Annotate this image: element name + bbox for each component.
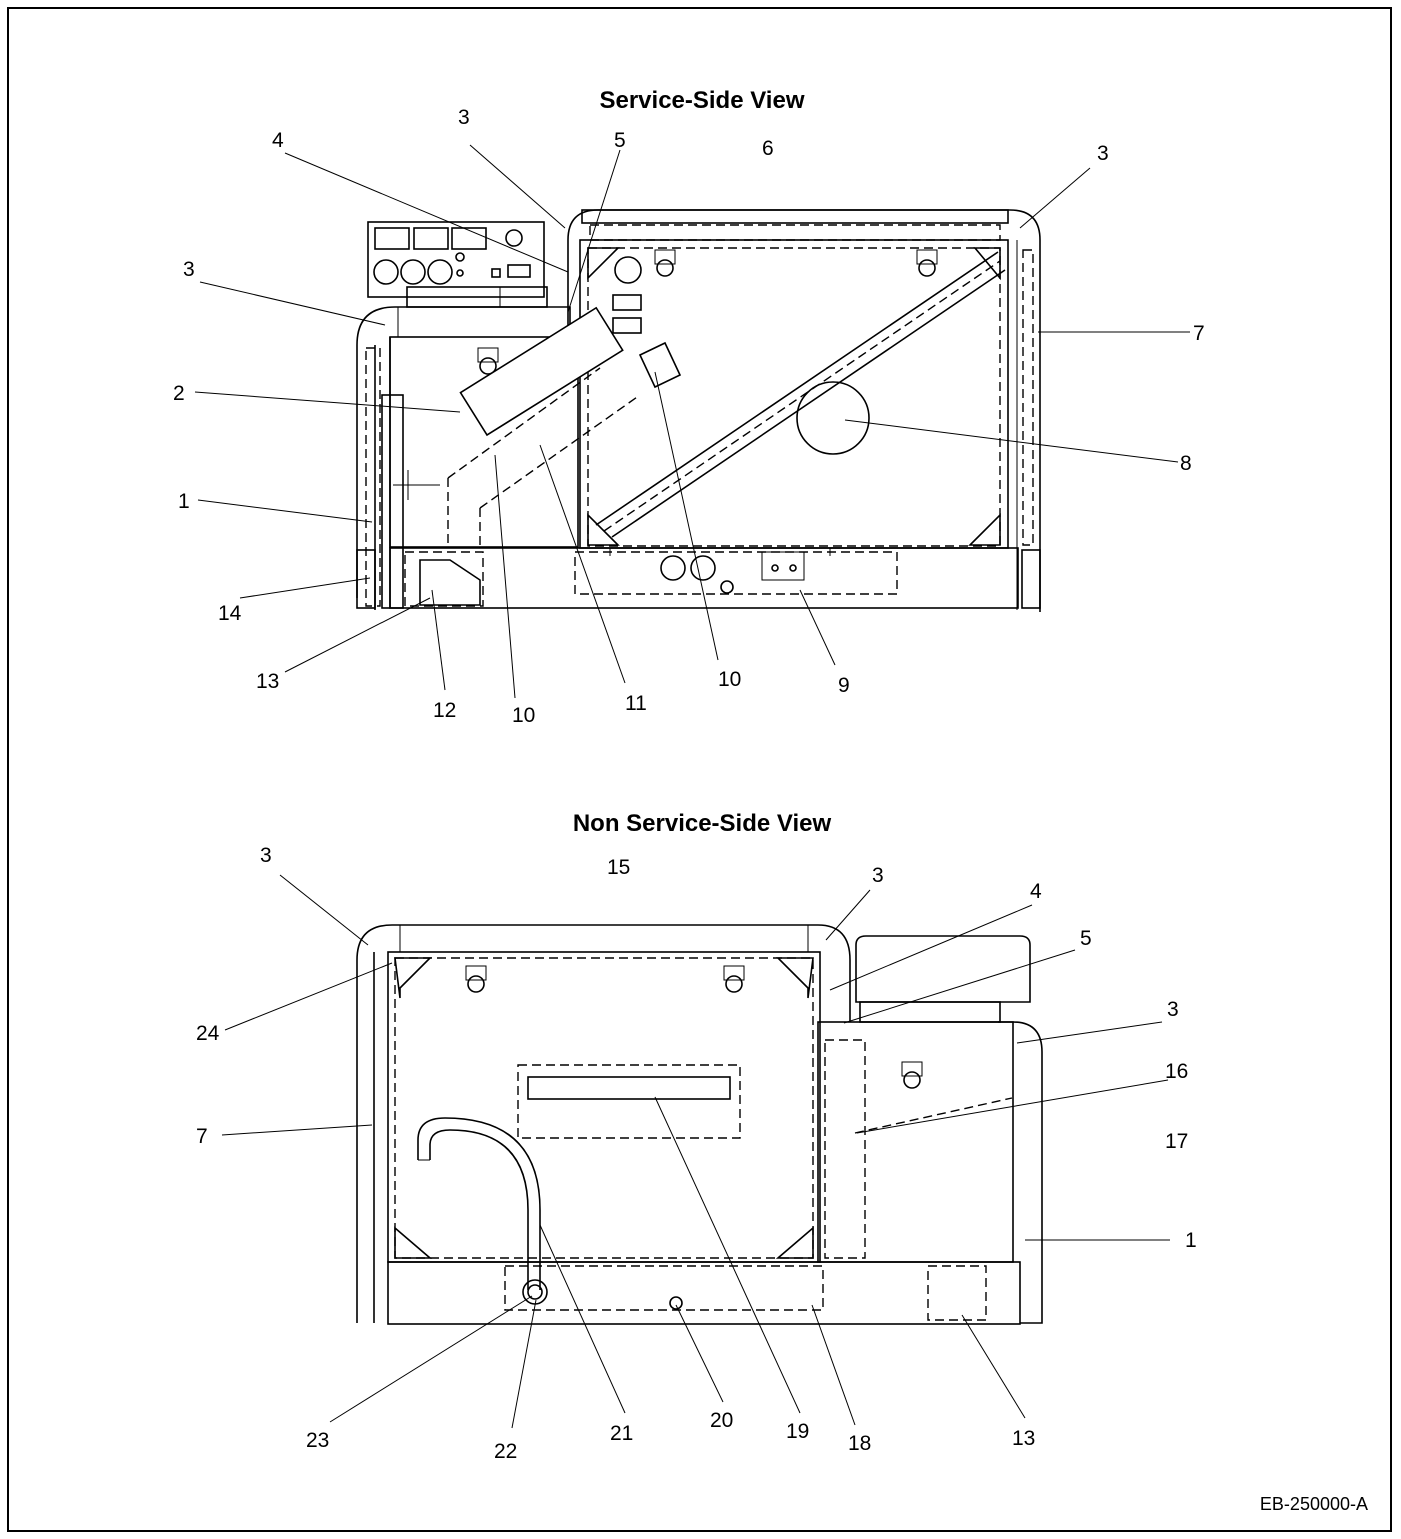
callout: 14 [218,602,242,625]
callout: 1 [1185,1229,1197,1252]
callout: 10 [512,704,535,727]
callout: 24 [196,1022,220,1045]
callout: 10 [718,668,741,691]
callout: 3 [183,258,195,281]
callout: 22 [494,1440,517,1463]
callout: 4 [1030,880,1042,903]
callout: 18 [848,1432,871,1455]
callout: 13 [256,670,279,693]
callout: 6 [762,137,774,160]
callout: 12 [433,699,456,722]
figure-code: EB-250000-A [1260,1494,1368,1514]
callout: 4 [272,129,284,152]
non-service-side-view-title: Non Service-Side View [573,810,832,837]
callout: 2 [173,382,185,405]
non-service-side-view [356,924,1043,1325]
callout: 8 [1180,452,1192,475]
callout: 1 [178,490,190,513]
callout: 16 [1165,1060,1188,1083]
callout: 19 [786,1420,809,1443]
service-side-leaders [194,144,1190,699]
callout: 17 [1165,1130,1188,1153]
callout: 3 [260,844,272,867]
callout: 20 [710,1409,733,1432]
drawing-frame [7,7,1392,1532]
callout: 5 [614,129,626,152]
callout: 5 [1080,927,1092,950]
callout: 15 [607,856,630,879]
callout: 9 [838,674,850,697]
non-service-side-leaders [221,874,1170,1429]
callout: 3 [458,106,470,129]
non-service-side-callouts: 3 15 3 4 5 3 24 16 7 17 1 23 22 21 20 19… [196,844,1197,1463]
callout: 3 [1167,998,1179,1021]
callout: 11 [625,692,647,715]
callout: 7 [1193,322,1205,345]
callout: 3 [872,864,884,887]
service-side-view [356,209,1041,612]
service-side-callouts: 3 4 5 6 3 3 7 2 8 1 14 13 12 10 11 10 9 [173,106,1205,727]
callout: 23 [306,1429,329,1452]
callout: 21 [610,1422,633,1445]
service-side-view-title: Service-Side View [599,87,804,114]
callout: 13 [1012,1427,1035,1450]
callout: 7 [196,1125,208,1148]
callout: 3 [1097,142,1109,165]
